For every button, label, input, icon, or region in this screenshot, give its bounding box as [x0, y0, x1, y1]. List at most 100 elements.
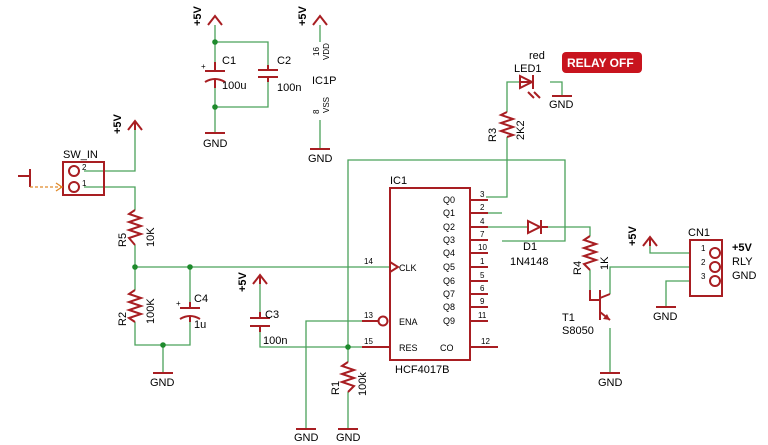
svg-text:+: +: [176, 299, 181, 308]
svg-text:D1: D1: [523, 241, 537, 253]
resistor-r1: R1 100k: [330, 361, 369, 396]
svg-text:RES: RES: [399, 343, 418, 353]
capacitor-c4: + C4 1u: [176, 293, 208, 331]
svg-text:GND: GND: [549, 99, 574, 111]
svg-text:1u: 1u: [194, 319, 206, 331]
svg-text:GND: GND: [653, 311, 678, 323]
gnd-symbol-ic1p: GND: [308, 148, 333, 165]
connector-cn1: CN1 1 2 3 +5V RLY GND: [688, 227, 757, 297]
wires: [84, 25, 690, 428]
svg-text:100K: 100K: [145, 298, 157, 324]
resistor-r3: R3 2K2: [487, 111, 527, 142]
svg-text:R5: R5: [117, 233, 129, 247]
svg-text:2: 2: [82, 163, 87, 172]
ic1-pin-q3-num: 7: [480, 230, 485, 239]
ic1-pin-q9: Q9: [443, 316, 455, 326]
svg-text:15: 15: [364, 337, 373, 346]
vcc-symbol-sw: +5V: [112, 113, 143, 134]
junction-dots: [132, 39, 351, 350]
resistor-r4: R4 1K: [572, 235, 611, 275]
svg-text:1K: 1K: [599, 256, 611, 270]
svg-text:CN1: CN1: [688, 227, 710, 239]
vcc-symbol-c3: +5V: [237, 271, 268, 292]
svg-text:C3: C3: [265, 309, 279, 321]
transistor-t1: T1 S8050: [562, 290, 611, 337]
svg-text:8: 8: [312, 109, 321, 114]
ic1-pin-q1-num: 2: [480, 203, 485, 212]
switch-sw-in: SW_IN 2 1: [18, 149, 105, 196]
resistor-r5: R5 10K: [117, 209, 157, 247]
svg-text:R1: R1: [330, 381, 342, 395]
cn1-pin-3: 3: [701, 272, 706, 281]
svg-text:13: 13: [364, 311, 373, 320]
capacitor-c1: + C1 100u: [201, 55, 246, 92]
svg-text:10K: 10K: [145, 227, 157, 247]
gnd-symbol-r1: GND: [336, 428, 361, 444]
cn1-label-gnd: GND: [732, 270, 757, 282]
ic1-pin-q9-num: 11: [478, 311, 487, 320]
svg-text:+5V: +5V: [297, 5, 309, 26]
svg-text:12: 12: [481, 337, 490, 346]
ic1-hcf4017b: IC1 HCF4017B CLK 14 ENA 13 RES 15 CO 12 …: [362, 175, 498, 376]
ic1-pin-q8-num: 9: [480, 297, 485, 306]
svg-text:LED1: LED1: [514, 63, 542, 75]
svg-text:C4: C4: [194, 293, 208, 305]
ic1-pin-q6: Q6: [443, 276, 455, 286]
ic1-pin-q1: Q1: [443, 208, 455, 218]
svg-text:VDD: VDD: [322, 43, 331, 60]
gnd-symbol-ena: GND: [294, 428, 319, 444]
svg-text:red: red: [529, 50, 545, 62]
svg-text:+5V: +5V: [237, 271, 249, 292]
svg-text:R2: R2: [117, 312, 129, 326]
svg-text:+5V: +5V: [192, 5, 204, 26]
gnd-symbol-t1: GND: [598, 372, 623, 389]
ic1-pin-q4: Q4: [443, 248, 455, 258]
gnd-symbol-cn1: GND: [653, 306, 678, 323]
ic1-power-part: 16 VDD IC1P 8 VSS: [312, 43, 336, 114]
svg-text:T1: T1: [562, 312, 575, 324]
cn1-label-vcc: +5V: [732, 242, 753, 254]
svg-text:SW_IN: SW_IN: [63, 149, 98, 161]
svg-text:+5V: +5V: [112, 113, 124, 134]
svg-text:GND: GND: [203, 138, 228, 150]
cn1-pin-1: 1: [701, 244, 706, 253]
svg-text:1N4148: 1N4148: [510, 256, 549, 268]
svg-text:S8050: S8050: [562, 325, 594, 337]
svg-text:100k: 100k: [357, 372, 369, 396]
ic1-pin-q5-num: 1: [480, 257, 485, 266]
svg-text:R4: R4: [572, 261, 584, 275]
svg-text:R3: R3: [487, 128, 499, 142]
svg-text:GND: GND: [150, 377, 175, 389]
svg-text:+: +: [201, 62, 206, 71]
svg-text:C2: C2: [277, 55, 291, 67]
svg-text:16: 16: [312, 47, 321, 56]
vcc-symbol-ic1p: +5V: [297, 5, 328, 26]
svg-text:100u: 100u: [222, 80, 246, 92]
svg-text:IC1: IC1: [390, 175, 407, 187]
svg-text:ENA: ENA: [399, 317, 418, 327]
ic1-pin-q7: Q7: [443, 289, 455, 299]
ic1-pin-q3: Q3: [443, 235, 455, 245]
gnd-symbol-led: GND: [549, 95, 574, 111]
svg-text:GND: GND: [598, 377, 623, 389]
cn1-pin-2: 2: [701, 258, 706, 267]
svg-text:RELAY OFF: RELAY OFF: [567, 56, 634, 70]
ic1-pin-q5: Q5: [443, 262, 455, 272]
ic1-pin-q2: Q2: [443, 222, 455, 232]
ic1-pin-co: CO 12: [440, 337, 498, 353]
svg-text:HCF4017B: HCF4017B: [395, 364, 449, 376]
capacitor-c2: C2 100n: [258, 55, 301, 94]
capacitor-c3: C3 100n: [250, 309, 287, 347]
svg-text:VSS: VSS: [322, 97, 331, 113]
svg-text:GND: GND: [294, 432, 319, 444]
resistor-r2: R2 100K: [117, 289, 157, 326]
ic1-pin-q6-num: 5: [480, 271, 485, 280]
svg-text:+5V: +5V: [627, 225, 639, 246]
vcc-symbol-c1: +5V: [192, 5, 223, 26]
ic1-pin-q2-num: 4: [480, 217, 485, 226]
cn1-label-rly: RLY: [732, 256, 753, 268]
ic1-output-pins: Q0 3 Q1 2 Q2 4 Q3 7 Q4 10 Q5 1 Q6 5 Q7 6…: [443, 190, 488, 326]
svg-text:C1: C1: [222, 55, 236, 67]
ic1-pin-q0: Q0: [443, 195, 455, 205]
